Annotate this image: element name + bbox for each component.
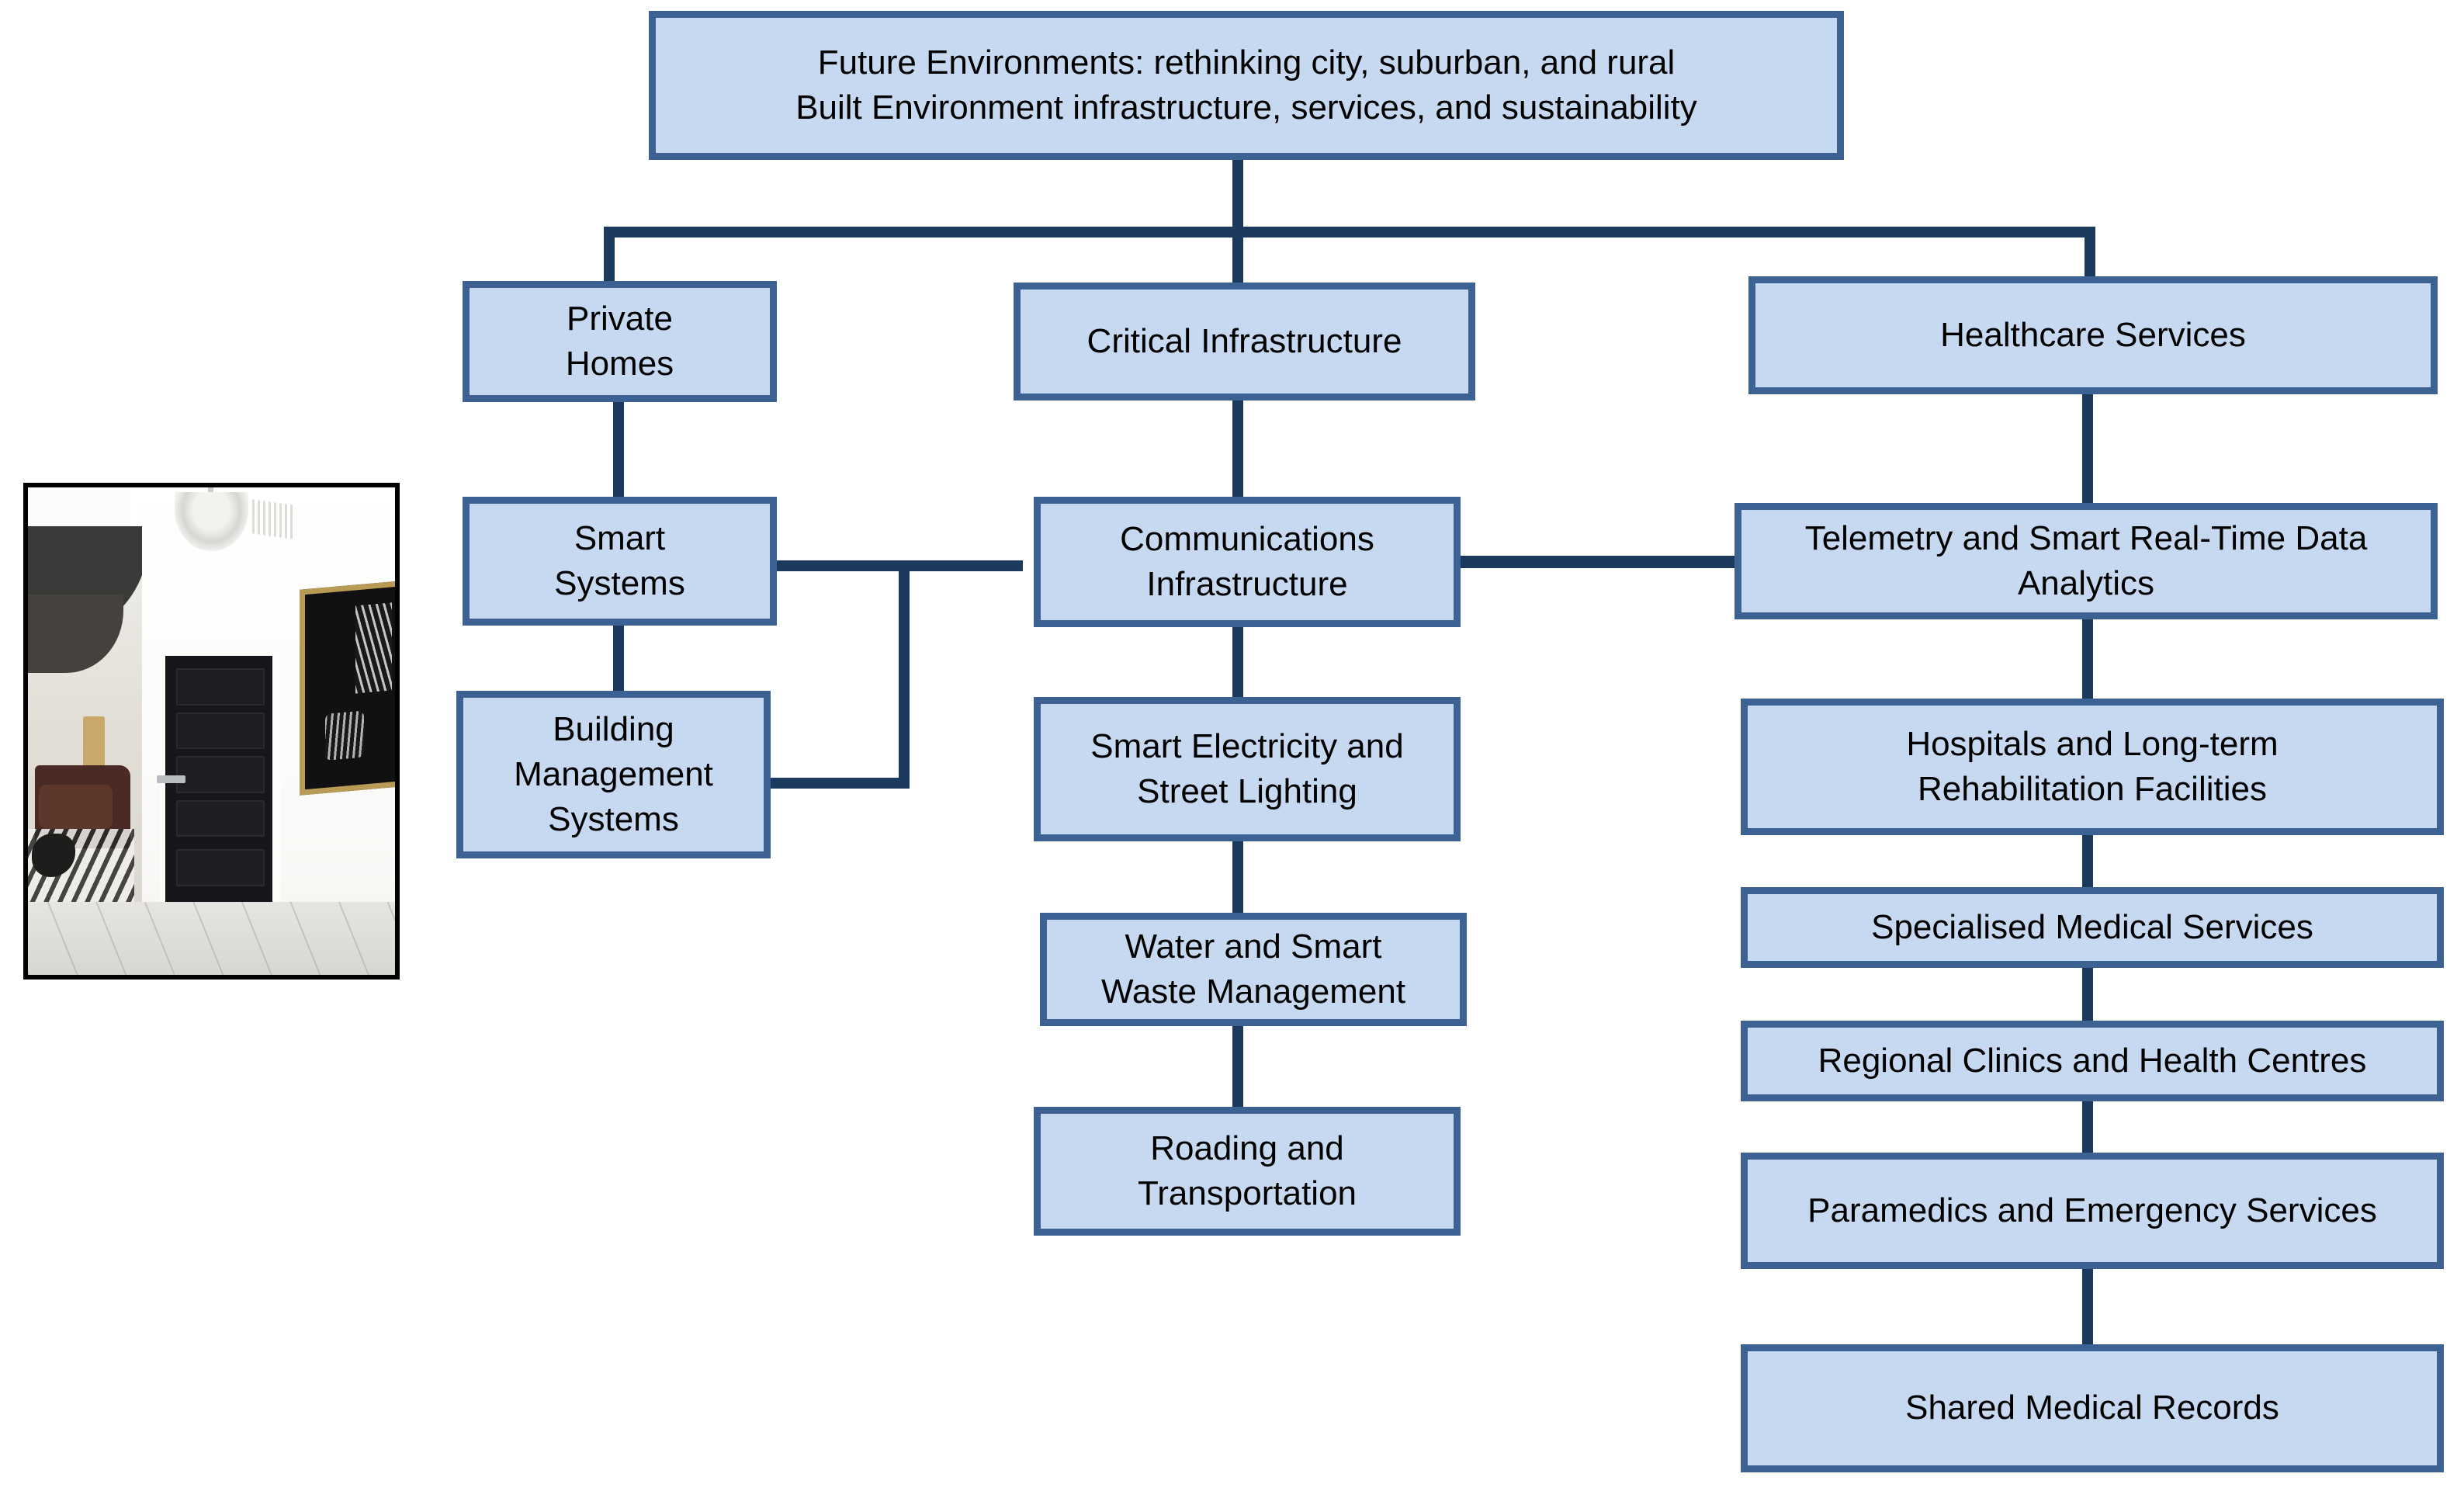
node-smart-systems[interactable]: Smart Systems: [463, 497, 777, 626]
node-critical-infrastructure[interactable]: Critical Infrastructure: [1014, 283, 1475, 400]
photo-marble-floor: [28, 901, 395, 975]
node-telemetry-and-smart-real-time-data-analytics[interactable]: Telemetry and Smart Real-Time Data Analy…: [1735, 503, 2438, 619]
connector-smart-electricity-to-water-waste: [1232, 840, 1243, 914]
connector-bus-to-critical-infrastructure: [1232, 227, 1243, 287]
connector-bus-to-private-homes: [604, 227, 615, 287]
node-private-homes-label: Private Homes: [565, 299, 674, 383]
photo-floor-tile-lines: [28, 901, 395, 975]
connector-hospitals-to-specialised: [2082, 834, 2093, 889]
connector-communications-to-telemetry: [1459, 556, 1746, 568]
photo-sofa-seat: [39, 785, 113, 829]
photo-black-door: [165, 655, 272, 914]
node-building-management-systems-label: Building Management Systems: [514, 709, 713, 839]
connector-building-management-right-stub: [768, 778, 910, 789]
connector-root-stem: [1232, 158, 1243, 231]
node-paramedics-and-emergency-services[interactable]: Paramedics and Emergency Services: [1741, 1153, 2444, 1269]
connector-bus-to-healthcare-services: [2085, 227, 2095, 283]
photo-scene: [28, 487, 395, 975]
connector-water-waste-to-roading: [1232, 1025, 1243, 1108]
node-root-label: Future Environments: rethinking city, su…: [795, 43, 1697, 127]
node-communications-infrastructure-label: Communications Infrastructure: [1120, 519, 1374, 603]
connector-communications-to-smart-electricity: [1232, 626, 1243, 699]
connector-telemetry-to-hospitals: [2082, 619, 2093, 701]
node-building-management-systems[interactable]: Building Management Systems: [456, 691, 771, 858]
connector-smart-systems-to-building-management: [613, 626, 624, 692]
connector-root-bus: [604, 227, 2095, 238]
node-water-and-smart-waste-management[interactable]: Water and Smart Waste Management: [1040, 913, 1467, 1026]
photo-door-panel: [176, 712, 265, 750]
photo-ceiling-vent: [251, 499, 293, 539]
node-smart-electricity-and-street-lighting[interactable]: Smart Electricity and Street Lighting: [1034, 697, 1461, 841]
node-hospitals-and-long-term-rehabilitation-facilities[interactable]: Hospitals and Long-term Rehabilitation F…: [1741, 699, 2444, 835]
node-smart-systems-label: Smart Systems: [554, 518, 685, 602]
node-shared-medical-records-label: Shared Medical Records: [1905, 1389, 2279, 1427]
photo-door-panel: [176, 800, 265, 837]
connector-paramedics-to-shared-records: [2082, 1268, 2093, 1346]
connector-specialised-to-regional: [2082, 966, 2093, 1022]
connector-private-homes-to-smart-systems: [613, 397, 624, 498]
node-roading-and-transportation-label: Roading and Transportation: [1137, 1129, 1357, 1212]
photo-door-handle: [156, 775, 186, 783]
connector-home-branch-to-communications: [899, 560, 1023, 571]
connector-regional-to-paramedics: [2082, 1100, 2093, 1154]
private-home-interior-photo: [23, 483, 400, 980]
node-specialised-medical-services-label: Specialised Medical Services: [1871, 907, 2313, 946]
node-private-homes[interactable]: Private Homes: [463, 281, 777, 402]
node-critical-infrastructure-label: Critical Infrastructure: [1086, 321, 1402, 360]
node-water-and-smart-waste-management-label: Water and Smart Waste Management: [1100, 927, 1406, 1011]
node-hospitals-and-long-term-rehabilitation-facilities-label: Hospitals and Long-term Rehabilitation F…: [1906, 724, 2279, 808]
node-specialised-medical-services[interactable]: Specialised Medical Services: [1741, 887, 2444, 968]
node-regional-clinics-and-health-centres[interactable]: Regional Clinics and Health Centres: [1741, 1021, 2444, 1101]
connector-home-branch-riser: [899, 560, 910, 789]
node-paramedics-and-emergency-services-label: Paramedics and Emergency Services: [1807, 1191, 2377, 1229]
node-smart-electricity-and-street-lighting-label: Smart Electricity and Street Lighting: [1090, 726, 1404, 810]
photo-artwork-texture: [355, 602, 393, 694]
node-root[interactable]: Future Environments: rethinking city, su…: [649, 11, 1844, 160]
node-healthcare-services-label: Healthcare Services: [1940, 315, 2246, 354]
node-roading-and-transportation[interactable]: Roading and Transportation: [1034, 1107, 1461, 1236]
photo-door-panel: [176, 756, 265, 793]
photo-artwork-texture-lower: [325, 709, 364, 761]
photo-door-panel: [176, 668, 265, 706]
node-healthcare-services[interactable]: Healthcare Services: [1748, 276, 2438, 394]
photo-framed-artwork: [300, 580, 395, 796]
node-shared-medical-records[interactable]: Shared Medical Records: [1741, 1344, 2444, 1472]
node-communications-infrastructure[interactable]: Communications Infrastructure: [1034, 497, 1461, 627]
node-regional-clinics-and-health-centres-label: Regional Clinics and Health Centres: [1818, 1041, 2367, 1080]
connector-smart-systems-right-stub: [768, 560, 910, 571]
node-telemetry-and-smart-real-time-data-analytics-label: Telemetry and Smart Real-Time Data Analy…: [1804, 518, 2368, 602]
photo-door-panel: [176, 849, 265, 886]
connector-critical-to-communications: [1232, 397, 1243, 498]
connector-healthcare-to-telemetry: [2082, 390, 2093, 506]
